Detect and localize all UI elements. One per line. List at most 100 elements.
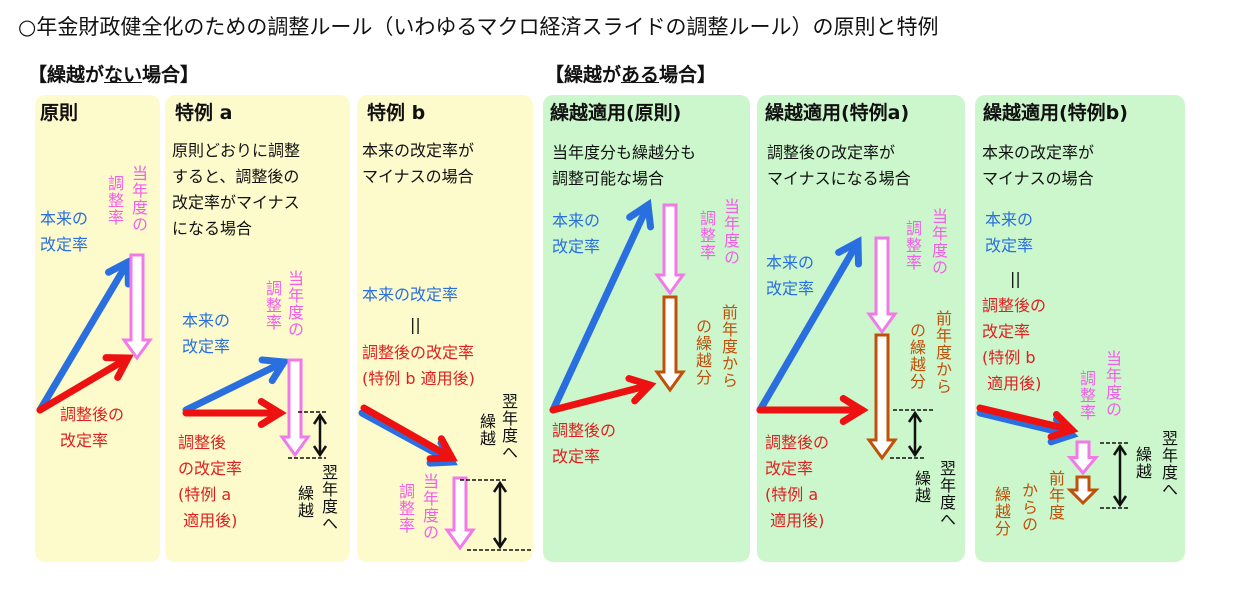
current-adjust-arrow — [121, 253, 153, 361]
carry-next-year-label: 翌年度へ — [499, 393, 518, 461]
adjusted-rate-arrow-head — [1047, 410, 1079, 441]
panel-description: 原則どおりに調整 すると、調整後の 改定率がマイナス になる場合 — [172, 141, 301, 238]
carry-from-previous-label: 前年度 — [1046, 470, 1065, 521]
current-adjust-arrow — [1066, 440, 1100, 476]
section-label-emph: ない — [104, 64, 143, 86]
adjusted-rate-label: 調整後の 改定率 — [60, 405, 125, 450]
carry-amount-arrow-bottom — [312, 445, 328, 458]
adjusted-rate-arrow-head — [625, 375, 657, 405]
original-rate-label: 本来の 改定率 — [182, 311, 231, 356]
adjusted-rate-arrow-head — [257, 398, 287, 428]
panel-heading: 繰越適用(原則) — [550, 102, 682, 124]
panel-description: 調整後の改定率が マイナスになる場合 — [767, 143, 911, 188]
carry-amount-arrow-bottom — [907, 445, 923, 458]
carry-from-previous-label: からの — [1019, 482, 1038, 533]
original-rate-label: 本来の 改定率 — [552, 211, 601, 256]
current-adjust-label: 調整率 — [263, 280, 282, 331]
carry-amount-arrow-bottom — [1112, 495, 1128, 508]
current-adjust-label: 調整率 — [903, 220, 922, 271]
current-adjust-arrow — [444, 476, 476, 551]
original-rate-arrow — [36, 258, 132, 414]
carry-from-previous-label: 前年度から — [933, 310, 952, 395]
equals-sign: || — [410, 315, 421, 334]
adjusted-rate-label: 調整後の 改定率 (特例 a 適用後) — [765, 433, 830, 530]
original-rate-arrow — [756, 238, 862, 414]
adjusted-rate-arrow — [549, 381, 654, 414]
carry-over-arrow — [1066, 475, 1100, 506]
carry-from-previous-label: の繰越分 — [907, 322, 926, 390]
original-rate-label: 本来の 改定率 — [40, 209, 89, 254]
original-rate-arrow — [549, 201, 652, 414]
carry-next-year-label: 翌年度へ — [319, 464, 338, 532]
adjusted-rate-arrow-head — [839, 395, 869, 425]
adjusted-rate-arrow — [36, 354, 132, 414]
current-adjust-label: 調整率 — [105, 175, 124, 226]
section-label: 場合】 — [659, 64, 717, 86]
section-label: 【繰越が — [545, 64, 622, 86]
original-rate-arrow-head — [835, 236, 862, 268]
section-carry: 【繰越がある場合】 — [545, 62, 716, 88]
original-rate-arrow-head — [105, 256, 132, 288]
panel-heading: 繰越適用(特例b) — [983, 102, 1128, 124]
current-adjust-label: 当年度の — [929, 208, 948, 276]
current-adjust-label: 当年度の — [420, 473, 439, 541]
current-adjust-label: 調整率 — [697, 210, 716, 261]
original-rate-label: 本来の改定率 — [362, 285, 459, 304]
carry-amount-arrow-top — [907, 410, 923, 423]
adjusted-rate-arrow — [976, 404, 1076, 434]
carry-next-year-label: 翌年度へ — [1159, 430, 1178, 498]
carry-amount-arrow-top — [312, 412, 328, 425]
panel-description: 本来の改定率が マイナスの場合 — [982, 143, 1095, 188]
carry-from-previous-label: 繰越分 — [992, 486, 1011, 537]
current-adjust-arrow — [279, 358, 311, 458]
panel-heading: 繰越適用(特例a) — [765, 102, 910, 124]
section-label: 場合】 — [142, 64, 200, 86]
page-title: ○年金財政健全化のための調整ルール（いわゆるマクロ経済スライドの調整ルール）の原… — [18, 15, 939, 39]
carry-next-year-label: 翌年度へ — [937, 460, 956, 528]
panel-carry-principle — [543, 95, 750, 562]
current-adjust-label: 調整率 — [1077, 370, 1096, 421]
original-rate-arrow — [182, 358, 288, 414]
panel-carry-exception-a — [757, 95, 965, 562]
current-adjust-arrow — [866, 236, 898, 335]
original-rate-arrow-head — [258, 356, 291, 385]
current-adjust-label: 当年度の — [129, 165, 148, 233]
carry-over-arrow — [866, 333, 898, 461]
panel-exception-b — [357, 95, 533, 562]
current-adjust-label: 当年度の — [285, 270, 304, 338]
original-rate-label: 本来の 改定率 — [766, 253, 815, 298]
carry-next-year-label: 繰越 — [477, 413, 496, 447]
current-adjust-label: 当年度の — [1103, 350, 1122, 418]
adjusted-rate-label: 調整後の改定率 (特例 b 適用後) — [362, 343, 475, 388]
adjusted-rate-label: 調整後 の改定率 (特例 a 適用後) — [178, 433, 243, 530]
carry-next-year-label: 繰越 — [1133, 446, 1152, 480]
panel-heading: 特例 b — [367, 102, 426, 124]
carry-amount-arrow-bottom — [492, 537, 508, 550]
adjusted-rate-arrow-head — [102, 354, 134, 381]
current-adjust-label: 当年度の — [721, 198, 740, 266]
section-label: 【繰越が — [28, 64, 105, 86]
panel-heading: 原則 — [40, 102, 79, 124]
section-label-emph: ある — [621, 64, 660, 86]
carry-amount-arrow-top — [492, 480, 508, 493]
equals-sign: || — [1010, 269, 1021, 288]
panel-heading: 特例 a — [175, 102, 233, 124]
adjusted-rate-arrow — [360, 404, 456, 462]
adjusted-rate-label: 調整後の 改定率 (特例 b 適用後) — [982, 296, 1047, 393]
carry-over-arrow — [654, 295, 686, 393]
carry-amount-arrow-top — [1112, 443, 1128, 456]
carry-from-previous-label: 前年度から — [719, 304, 738, 389]
original-rate-arrow-head — [626, 198, 655, 231]
carry-next-year-label: 繰越 — [912, 470, 931, 504]
adjusted-rate-arrow-head — [426, 435, 458, 463]
carry-from-previous-label: の繰越分 — [693, 318, 712, 386]
panel-exception-a — [165, 95, 350, 562]
panel-description: 本来の改定率が マイナスの場合 — [362, 141, 475, 186]
original-rate-arrow — [358, 409, 456, 466]
current-adjust-label: 調整率 — [396, 483, 415, 534]
section-no-carry: 【繰越がない場合】 — [28, 62, 199, 88]
current-adjust-arrow — [654, 203, 686, 296]
original-rate-label: 本来の 改定率 — [985, 210, 1034, 255]
adjusted-rate-label: 調整後の 改定率 — [552, 421, 617, 466]
